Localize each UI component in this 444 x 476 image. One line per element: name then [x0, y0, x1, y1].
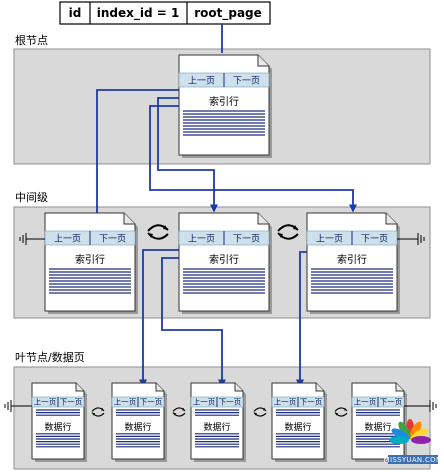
prev-page-label: 上一页: [188, 76, 215, 87]
leaf-left-null-icon: [4, 400, 32, 412]
header-cell-id: id: [69, 6, 82, 20]
page-title: 索引行: [337, 253, 367, 266]
prev-page-label: 上一页: [193, 398, 216, 407]
leaf-data-page-5: 上一页下一页数据行: [351, 382, 407, 462]
page-corner-fold: [257, 213, 269, 225]
sibling-link-icon-2: [277, 224, 299, 240]
next-page-label: 下一页: [380, 398, 403, 407]
page-corner-fold: [315, 383, 324, 392]
intermediate-to-leaf-3-arrow: [161, 257, 226, 388]
sibling-link-icon-6: [334, 407, 348, 417]
sibling-link-icon-5: [253, 407, 267, 417]
prev-page-label: 上一页: [114, 398, 137, 407]
prev-page-label: 上一页: [54, 234, 81, 245]
intermediate-to-leaf-2-arrow: [139, 249, 187, 388]
page-sheet: [190, 382, 244, 460]
page-sheet: [351, 382, 405, 460]
intermediate-left-null-icon: [19, 233, 45, 245]
page-title: 数据行: [364, 421, 391, 433]
leaf-level-label: 叶节点/数据页: [15, 350, 85, 364]
page-title: 数据行: [44, 421, 71, 433]
page-corner-fold: [257, 55, 269, 67]
leaf-data-page-2: 上一页下一页数据行: [111, 382, 167, 462]
root-level-label: 根节点: [15, 33, 48, 47]
page-title: 数据行: [203, 421, 230, 433]
root-to-intermediate-2-arrow: [157, 97, 218, 213]
next-page-label: 下一页: [300, 398, 323, 407]
page-title: 数据行: [284, 421, 311, 433]
prev-page-label: 上一页: [188, 234, 215, 245]
sibling-links: [91, 224, 348, 417]
next-page-label: 下一页: [233, 234, 260, 245]
next-page-label: 下一页: [99, 234, 126, 245]
page-corner-fold: [385, 213, 397, 225]
sibling-link-icon-1: [147, 224, 169, 240]
page-sheet: [31, 382, 85, 460]
null-terminators: [4, 233, 437, 412]
intermediate-level-label: 中间级: [15, 191, 48, 204]
sibling-link-icon-3: [91, 407, 105, 417]
watermark-logo: MISSYUAN.COM: [384, 419, 443, 464]
next-page-label: 下一页: [60, 398, 83, 407]
next-page-label: 下一页: [140, 398, 163, 407]
watermark-text: MISSYUAN.COM: [384, 456, 443, 464]
page-sheet: [111, 382, 165, 460]
next-page-label: 下一页: [233, 76, 260, 87]
prev-page-label: 上一页: [354, 398, 377, 407]
page-title: 索引行: [209, 253, 239, 266]
index-pages: 上一页下一页索引行上一页下一页索引行上一页下一页索引行上一页下一页索引行上一页下…: [31, 54, 407, 462]
root-to-intermediate-1-arrow: [93, 89, 185, 222]
page-title: 数据行: [124, 421, 151, 433]
prev-page-label: 上一页: [316, 234, 343, 245]
leaf-data-page-4: 上一页下一页数据行: [271, 382, 327, 462]
page-title: 索引行: [75, 253, 105, 266]
root-to-intermediate-3-arrow: [149, 105, 357, 213]
page-sheet: [271, 382, 325, 460]
prev-page-label: 上一页: [34, 398, 57, 407]
header-cell-root-page: root_page: [194, 6, 262, 21]
prev-page-label: 上一页: [274, 398, 297, 407]
index-header-table: id index_id = 1 root_page: [59, 1, 271, 25]
leaf-right-null-icon: [404, 400, 437, 412]
page-corner-fold: [234, 383, 243, 392]
page-corner-fold: [155, 383, 164, 392]
page-corner-fold: [395, 383, 404, 392]
page-corner-fold: [123, 213, 135, 225]
header-cell-index-id: index_id = 1: [97, 6, 180, 21]
page-corner-fold: [75, 383, 84, 392]
page-title: 索引行: [209, 95, 239, 108]
next-page-label: 下一页: [219, 398, 242, 407]
intermediate-right-null-icon: [397, 233, 425, 245]
leaf-data-page-1: 上一页下一页数据行: [31, 382, 87, 462]
leaf-data-page-3: 上一页下一页数据行: [190, 382, 246, 462]
next-page-label: 下一页: [361, 234, 388, 245]
sibling-link-icon-4: [172, 407, 186, 417]
